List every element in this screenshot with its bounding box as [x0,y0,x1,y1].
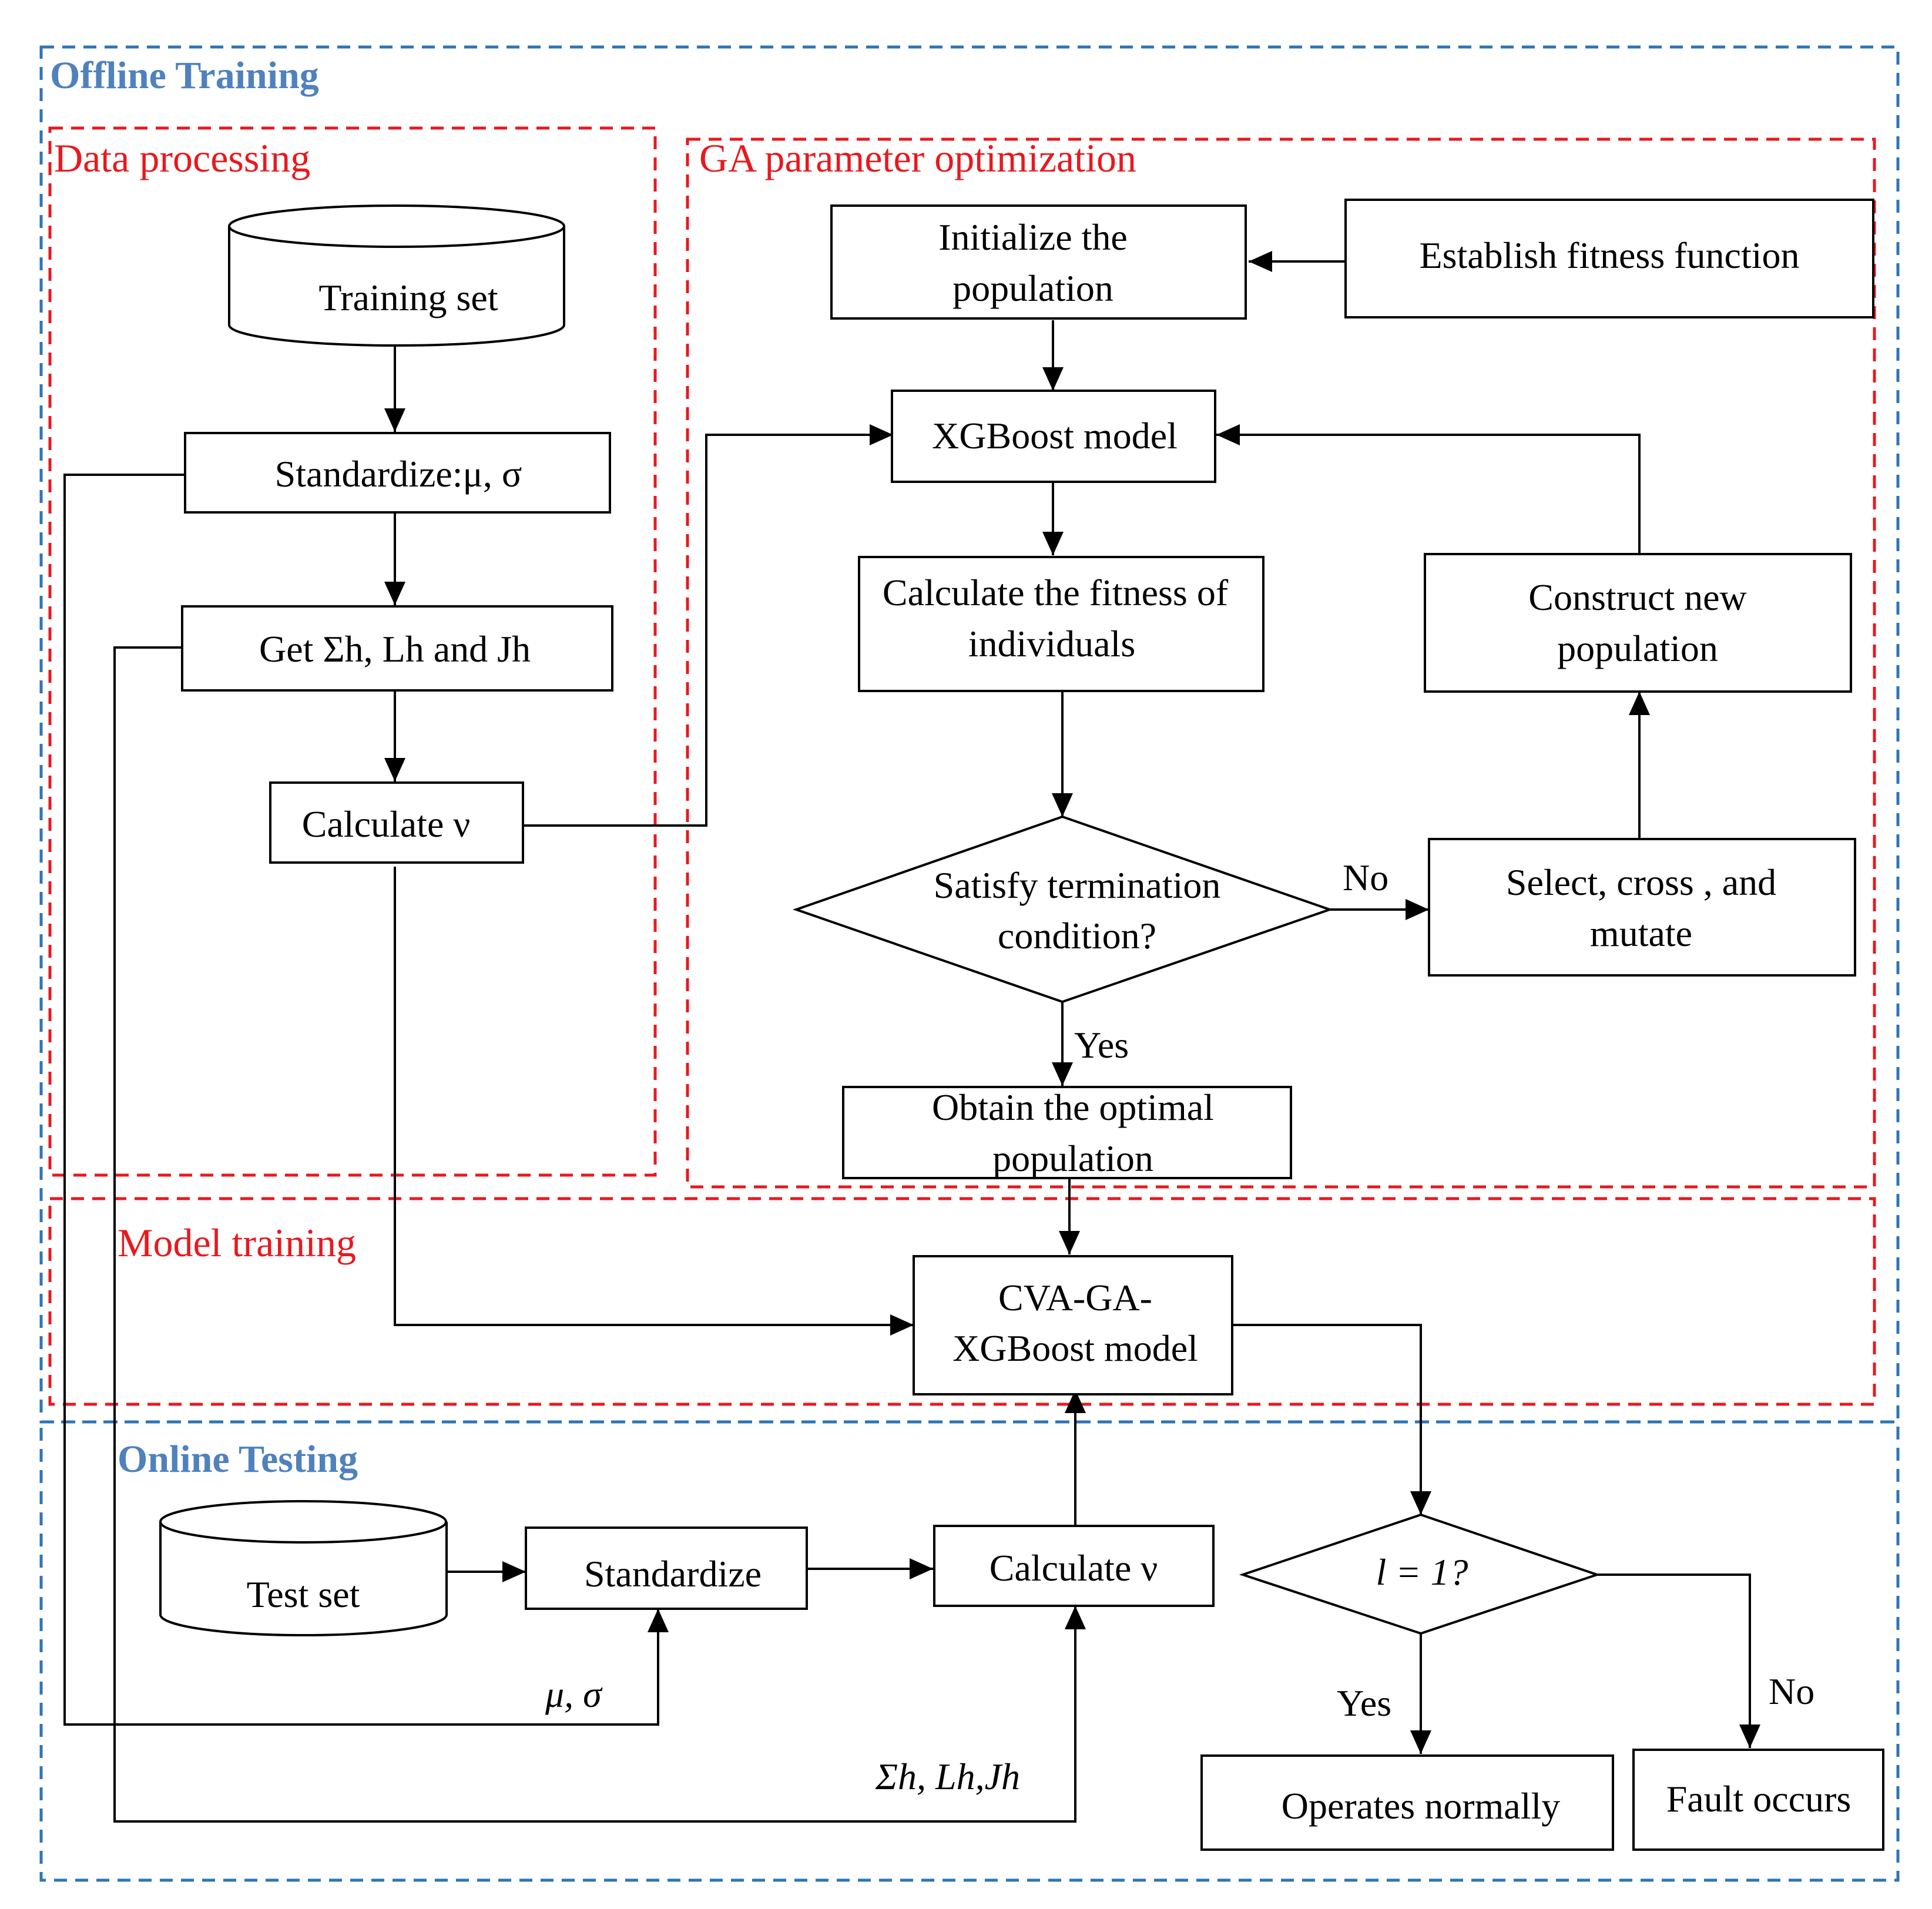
select-cross-label-2: mutate [1590,912,1692,954]
establish-fitness-label: Establish fitness function [1419,234,1799,276]
calculate-v-test-box [933,1525,1215,1607]
mu-sigma-label: μ, σ [545,1673,603,1715]
operates-normally-box [1200,1754,1614,1851]
termination-diamond [792,815,1334,1004]
calculate-v-train-label: Calculate ν [302,803,471,845]
test-set-cylinder: Test set [159,1500,448,1637]
xgboost-model-label: XGBoost model [932,415,1178,457]
construct-population-label-1: Construct new [1528,576,1747,618]
offline-training-frame [39,45,1900,1424]
training-set-label: Training set [318,277,498,318]
decision-diamond [1239,1513,1601,1635]
standardize-test-box [525,1526,808,1610]
model-training-frame [48,1197,1876,1406]
optimal-population-label-2: population [992,1138,1153,1179]
init-population-box [830,204,1247,320]
standardize-train-box [184,432,611,514]
xgboost-model-box [891,390,1216,483]
edge-construct-xgboost [1216,424,1641,554]
cva-model-label-1: CVA-GA- [998,1277,1152,1318]
fault-occurs-box [1632,1749,1884,1851]
init-population-label-1: Initialize the [938,216,1128,258]
online-testing-label: Online Testing [118,1438,358,1481]
cva-model-label-2: XGBoost model [952,1327,1198,1369]
operates-normally-label: Operates normally [1282,1785,1561,1827]
decision-label: l = 1? [1376,1551,1468,1593]
edge-cva-decision [1232,1324,1431,1515]
termination-label-1: Satisfy termination [934,864,1221,906]
construct-population-box [1424,553,1852,693]
no-label-termination: No [1343,857,1388,898]
establish-fitness-box [1344,199,1874,318]
edge-matrices-feedback [113,646,1086,1823]
get-matrices-label: Get Σh, Lh and Jh [259,628,531,670]
ga-optimization-label: GA parameter optimization [699,136,1136,180]
select-cross-label-1: Select, cross , and [1506,861,1776,903]
optimal-population-label-1: Obtain the optimal [932,1086,1214,1128]
standardize-train-label: Standardize:μ, σ [275,453,522,495]
termination-label-2: condition? [998,915,1156,957]
yes-label-termination: Yes [1074,1024,1129,1066]
calculate-v-train-box [269,781,524,864]
init-population-label-2: population [952,267,1113,309]
no-label-decision: No [1769,1670,1814,1712]
optimal-population-box [842,1086,1292,1179]
model-training-label: Model training [118,1220,356,1265]
calc-fitness-label-1: Calculate the fitness of [883,572,1229,613]
calculate-v-test-label: Calculate ν [990,1547,1158,1589]
yes-label-decision: Yes [1337,1682,1391,1724]
data-processing-frame [48,126,657,1177]
fault-occurs-label: Fault occurs [1666,1778,1852,1820]
calc-fitness-label-2: individuals [968,623,1135,665]
online-testing-frame [39,1420,1900,1882]
edge-calcv-cva [394,867,914,1336]
standardize-test-label: Standardize [584,1553,762,1595]
edge-decision-no [1597,1574,1760,1748]
edge-calcv-xgboost [523,424,893,827]
cva-model-box [913,1255,1233,1395]
offline-training-label: Offline Training [50,54,319,97]
test-set-label: Test set [247,1574,360,1615]
training-set-cylinder: Training set [228,204,565,347]
construct-population-label-2: population [1557,628,1718,669]
sigma-l-j-label: Σh, Lh,Jh [875,1756,1020,1797]
select-cross-box [1428,838,1856,977]
get-matrices-box [181,605,613,692]
ga-optimization-frame [686,137,1876,1189]
edge-mu-sigma-feedback [63,474,669,1726]
data-processing-label: Data processing [54,136,310,180]
calc-fitness-box [858,556,1264,692]
